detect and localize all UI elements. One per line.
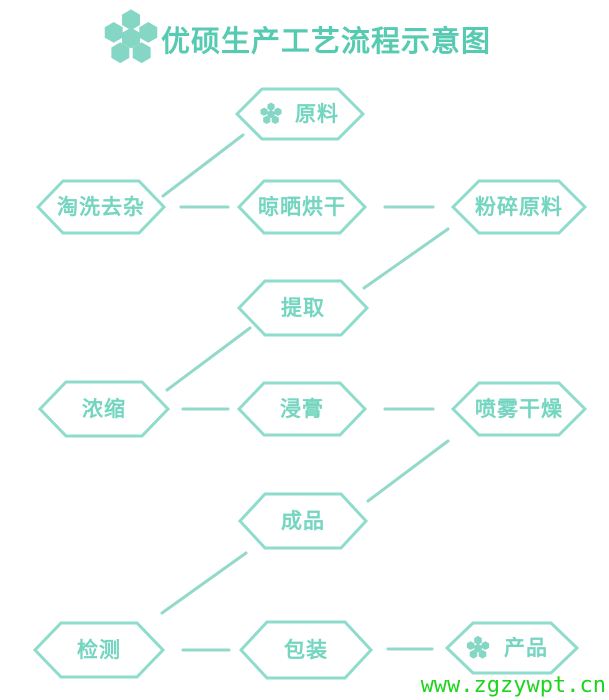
node-finished-product: 成品 [237, 492, 369, 550]
hexagon-shape [450, 381, 588, 437]
page-title: 优硕生产工艺流程示意图 [161, 24, 491, 58]
node-product: 产品 [444, 621, 580, 675]
node-extract-paste: 浸膏 [236, 381, 368, 437]
hexagon-shape [35, 179, 167, 235]
node-crushing: 粉碎原料 [450, 179, 588, 235]
hexagon-shape [236, 279, 370, 337]
node-drying: 晾晒烘干 [236, 179, 368, 235]
line-washing-to-raw-material [161, 133, 245, 198]
hexagon-shape [236, 179, 368, 235]
node-label: 成品 [281, 509, 325, 533]
node-label: 粉碎原料 [475, 195, 563, 219]
node-label: 原料 [295, 102, 339, 126]
node-label: 浸膏 [280, 397, 324, 421]
node-label: 浓缩 [82, 397, 126, 421]
line-spray-drying-to-finished [366, 439, 450, 503]
node-concentration: 浓缩 [37, 380, 171, 438]
line-finished-to-testing [160, 551, 248, 615]
line-extraction-to-concentration [165, 326, 252, 392]
node-label: 产品 [504, 636, 548, 660]
node-label: 包装 [284, 638, 328, 662]
node-label: 提取 [281, 296, 325, 320]
node-label: 喷雾干燥 [475, 397, 563, 421]
hexagon-shape [37, 380, 171, 438]
logo-hexagon-flower-icon [105, 9, 158, 63]
hexagon-shape [450, 179, 588, 235]
header: 优硕生产工艺流程示意图 [105, 9, 491, 63]
hexagon-shape [32, 621, 166, 679]
node-testing: 检测 [32, 621, 166, 679]
connectors [160, 133, 450, 652]
hexagon-shape [237, 492, 369, 550]
node-spray-drying: 喷雾干燥 [450, 381, 588, 437]
node-packaging: 包装 [238, 620, 374, 680]
hexagon-shape [238, 620, 374, 680]
node-washing: 淘洗去杂 [35, 179, 167, 235]
hexagon-shape [234, 87, 366, 141]
hexagon-shape [236, 381, 368, 437]
node-label: 检测 [77, 638, 121, 662]
hexagon-shape [444, 621, 580, 675]
node-extraction: 提取 [236, 279, 370, 337]
node-raw-material: 原料 [234, 87, 366, 141]
node-label: 晾晒烘干 [258, 195, 346, 219]
node-label: 淘洗去杂 [57, 195, 145, 219]
watermark: www.zgzywpt.cn [421, 673, 606, 698]
line-crushing-to-extraction [362, 227, 450, 290]
